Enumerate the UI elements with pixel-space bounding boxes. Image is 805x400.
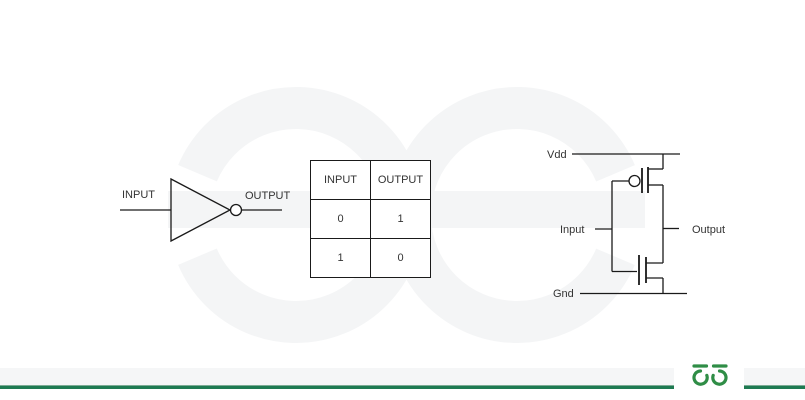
table-row: 0 1 (310, 199, 431, 239)
footer-green-rule (0, 385, 805, 389)
nmos-transistor (612, 255, 664, 294)
gnd-label: Gnd (553, 288, 574, 300)
circuit-input-label: Input (560, 224, 584, 236)
pmos-gate-bubble-icon (628, 174, 641, 188)
inverter-bubble-icon (229, 203, 243, 217)
cmos-inverter-circuit (572, 153, 687, 295)
truth-table-cell: 0 (370, 238, 431, 278)
gate-triangle (170, 177, 232, 243)
truth-table-header-output: OUTPUT (370, 160, 431, 200)
gate-input-label: INPUT (122, 189, 155, 201)
truth-table-cell: 0 (310, 199, 371, 239)
truth-table-header-input: INPUT (310, 160, 371, 200)
table-row: 1 0 (310, 238, 431, 278)
truth-table-cell: 1 (370, 199, 431, 239)
geeksforgeeks-logo-icon (692, 364, 728, 388)
footer-band (0, 368, 805, 385)
truth-table: INPUT OUTPUT 0 1 1 0 (310, 160, 431, 278)
not-gate-symbol (120, 177, 282, 243)
footer-logo-gap (674, 364, 744, 391)
gate-output-label: OUTPUT (245, 190, 291, 202)
truth-table-cell: 1 (310, 238, 371, 278)
vdd-label: Vdd (547, 149, 567, 161)
pmos-transistor (612, 154, 664, 193)
circuit-output-label: Output (692, 224, 725, 236)
